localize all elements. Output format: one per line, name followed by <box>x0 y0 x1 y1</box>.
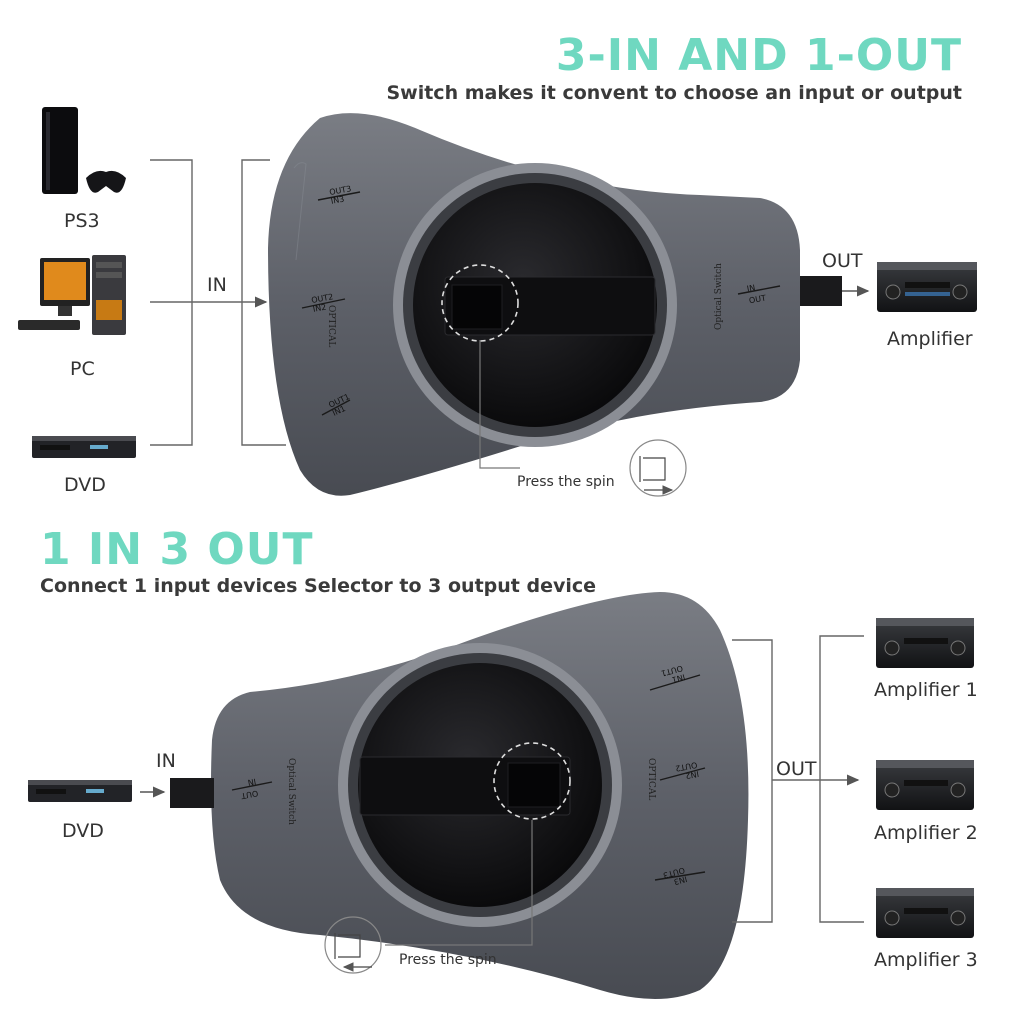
input-bracket-lines <box>150 159 286 446</box>
in-label: IN <box>207 274 227 296</box>
press-spin-label: Press the spin <box>517 474 615 490</box>
top-switch-device <box>268 113 842 496</box>
top-title: 3-IN AND 1-OUT <box>555 30 962 81</box>
output-label-amplifier-2: Amplifier 2 <box>874 822 978 844</box>
press-spin-leader-bottom <box>324 820 533 974</box>
amplifier-icon <box>876 888 974 938</box>
input-label-dvd: DVD <box>64 474 106 496</box>
output-bracket-lines <box>732 635 864 923</box>
pc-icon <box>18 255 126 335</box>
input-label-pc: PC <box>70 358 95 380</box>
out-label: OUT <box>776 758 817 780</box>
input-label-dvd: DVD <box>62 820 104 842</box>
output-label-amplifier: Amplifier <box>887 328 973 350</box>
output-label-amplifier-1: Amplifier 1 <box>874 679 978 701</box>
out-label: OUT <box>822 250 863 272</box>
amplifier-icon <box>876 760 974 810</box>
amplifier-icon <box>876 618 974 668</box>
side-label: OPTICAL <box>326 305 336 348</box>
amplifier-icon <box>877 262 977 312</box>
input-label-ps3: PS3 <box>64 210 100 232</box>
press-spin-label: Press the spin <box>399 952 497 968</box>
output-label-amplifier-3: Amplifier 3 <box>874 949 978 971</box>
top-subtitle: Switch makes it convent to choose an inp… <box>386 82 962 104</box>
side-label: Optical Switch <box>714 263 724 330</box>
bottom-subtitle: Connect 1 input devices Selector to 3 ou… <box>40 575 597 597</box>
ps3-console-icon <box>42 107 126 194</box>
side-label: OPTICAL <box>646 758 656 801</box>
dvd-player-icon <box>32 436 136 458</box>
bottom-switch-device <box>170 592 749 999</box>
bottom-title: 1 IN 3 OUT <box>40 524 314 575</box>
side-label: Optical Switch <box>286 758 296 825</box>
in-label: IN <box>156 750 176 772</box>
press-spin-leader-top <box>479 340 687 497</box>
dvd-player-icon <box>28 780 132 802</box>
